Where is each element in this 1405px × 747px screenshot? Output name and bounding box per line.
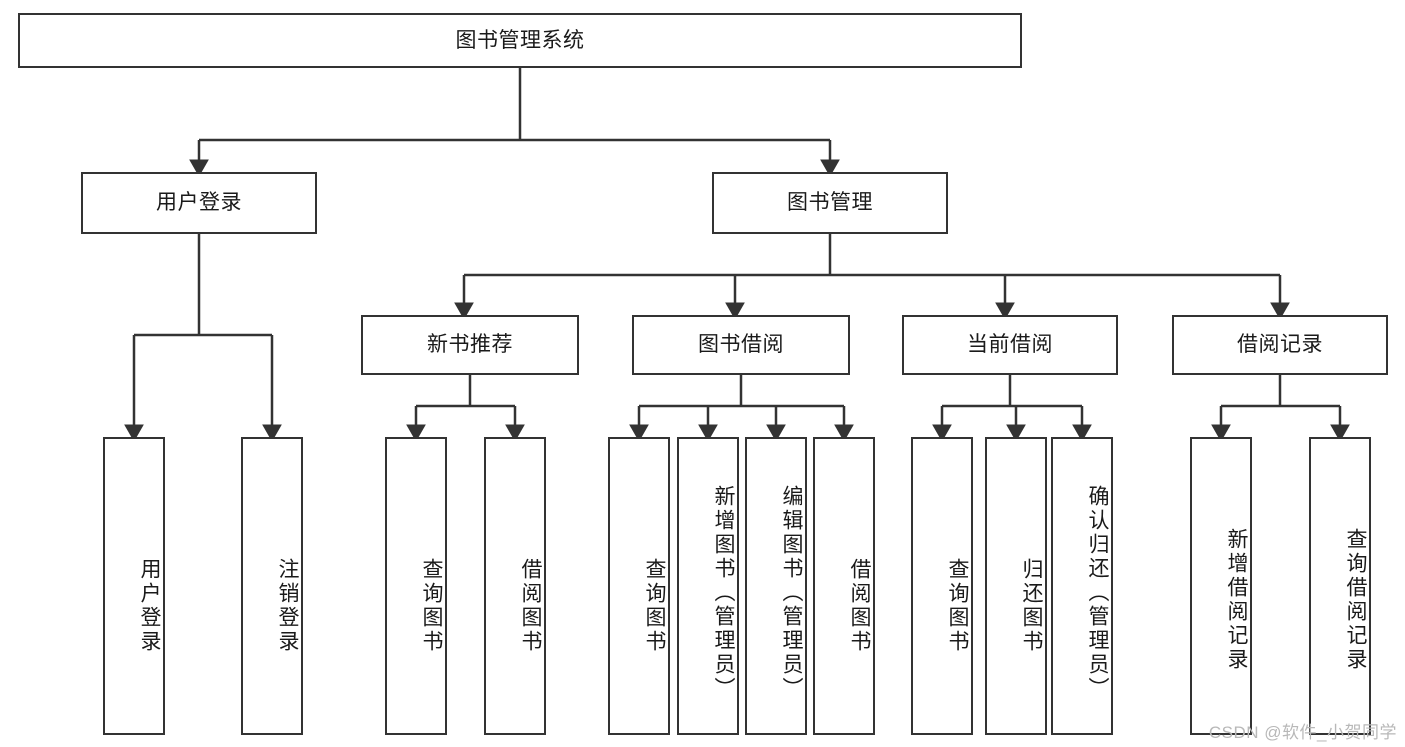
node-leaf-user-logout-label: 注销登录 bbox=[276, 558, 299, 654]
edge-new-book-recommend-children bbox=[406, 375, 525, 442]
node-user-login-label: 用户登录 bbox=[156, 191, 242, 215]
node-root[interactable]: 图书管理系统 bbox=[18, 13, 1022, 68]
node-leaf-add-book[interactable]: 新增图书（管理员） bbox=[677, 437, 739, 735]
node-leaf-borrow-book-2[interactable]: 借阅图书 bbox=[813, 437, 875, 735]
edge-current-borrow-children bbox=[932, 375, 1092, 442]
node-current-borrow-label: 当前借阅 bbox=[967, 333, 1053, 357]
node-leaf-query-book-1[interactable]: 查询图书 bbox=[385, 437, 447, 735]
node-book-borrow[interactable]: 图书借阅 bbox=[632, 315, 850, 375]
node-leaf-return-book-label: 归还图书 bbox=[1020, 558, 1043, 654]
node-book-manage-label: 图书管理 bbox=[787, 191, 873, 215]
node-leaf-user-logout[interactable]: 注销登录 bbox=[241, 437, 303, 735]
node-leaf-query-book-1-label: 查询图书 bbox=[420, 558, 443, 654]
node-leaf-edit-book-label: 编辑图书（管理员） bbox=[780, 485, 803, 701]
node-leaf-add-record-label: 新增借阅记录 bbox=[1225, 528, 1248, 672]
node-leaf-query-book-2-label: 查询图书 bbox=[643, 558, 666, 654]
node-leaf-return-book[interactable]: 归还图书 bbox=[985, 437, 1047, 735]
node-leaf-borrow-book-1[interactable]: 借阅图书 bbox=[484, 437, 546, 735]
edge-book-manage-children bbox=[454, 234, 1290, 320]
node-new-book-recommend[interactable]: 新书推荐 bbox=[361, 315, 579, 375]
node-leaf-edit-book[interactable]: 编辑图书（管理员） bbox=[745, 437, 807, 735]
edge-root-to-level2 bbox=[189, 68, 840, 177]
node-user-login[interactable]: 用户登录 bbox=[81, 172, 317, 234]
node-leaf-borrow-book-1-label: 借阅图书 bbox=[519, 558, 542, 654]
node-leaf-add-record[interactable]: 新增借阅记录 bbox=[1190, 437, 1252, 735]
node-leaf-query-record[interactable]: 查询借阅记录 bbox=[1309, 437, 1371, 735]
node-borrow-record[interactable]: 借阅记录 bbox=[1172, 315, 1388, 375]
node-book-manage[interactable]: 图书管理 bbox=[712, 172, 948, 234]
node-leaf-query-book-3-label: 查询图书 bbox=[946, 558, 969, 654]
node-leaf-user-login[interactable]: 用户登录 bbox=[103, 437, 165, 735]
node-current-borrow[interactable]: 当前借阅 bbox=[902, 315, 1118, 375]
edge-user-login-children bbox=[124, 234, 282, 442]
node-leaf-borrow-book-2-label: 借阅图书 bbox=[848, 558, 871, 654]
node-leaf-query-book-3[interactable]: 查询图书 bbox=[911, 437, 973, 735]
node-borrow-record-label: 借阅记录 bbox=[1237, 333, 1323, 357]
node-leaf-query-record-label: 查询借阅记录 bbox=[1344, 528, 1367, 672]
node-leaf-add-book-label: 新增图书（管理员） bbox=[712, 485, 735, 701]
edge-borrow-record-children bbox=[1211, 375, 1350, 442]
node-book-borrow-label: 图书借阅 bbox=[698, 333, 784, 357]
node-leaf-user-login-label: 用户登录 bbox=[138, 558, 161, 654]
node-leaf-query-book-2[interactable]: 查询图书 bbox=[608, 437, 670, 735]
watermark-text: CSDN @软件_小贺同学 bbox=[1208, 723, 1397, 742]
edge-book-borrow-children bbox=[629, 375, 854, 442]
node-leaf-confirm-return[interactable]: 确认归还（管理员） bbox=[1051, 437, 1113, 735]
node-new-book-recommend-label: 新书推荐 bbox=[427, 333, 513, 357]
node-leaf-confirm-return-label: 确认归还（管理员） bbox=[1086, 485, 1109, 701]
node-root-label: 图书管理系统 bbox=[455, 28, 585, 52]
